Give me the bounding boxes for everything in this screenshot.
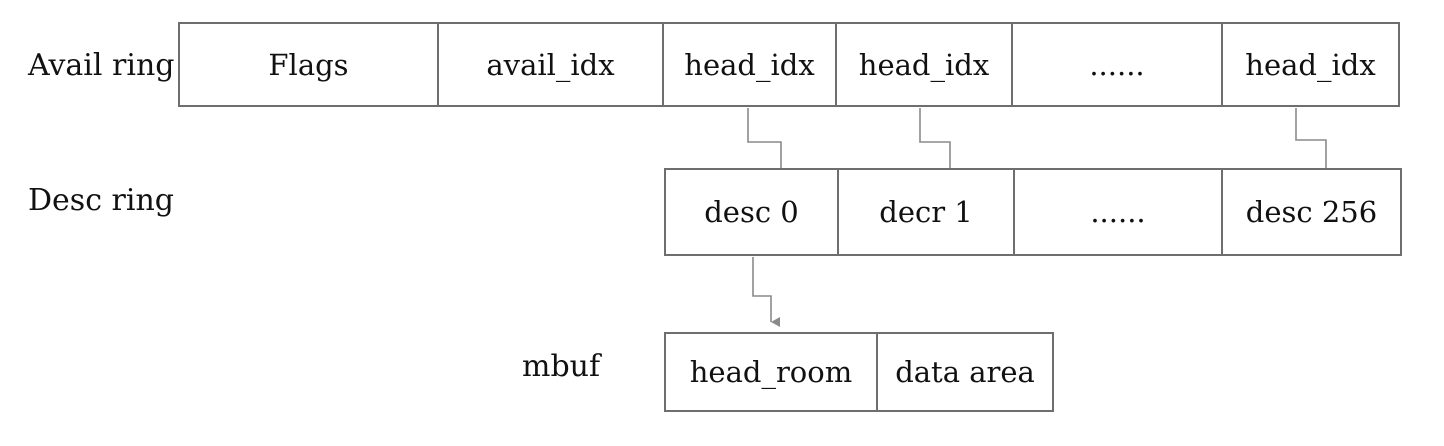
mbuf-data-area-cell: data area (895, 355, 1035, 389)
desc-ring: desc 0 decr 1 ...... desc 256 (664, 168, 1402, 256)
desc-ring-desc-0-cell: desc 0 (666, 170, 839, 254)
avail-ring-head-idx-cell: head_idx (1245, 47, 1376, 82)
avail-ring-ellipsis-cell: ...... (1013, 24, 1223, 105)
connector-head-idx-to-desc-256 (1295, 108, 1327, 168)
mbuf-box: head_room data area (664, 332, 1054, 412)
avail-ring-flags-cell: Flags (180, 24, 439, 105)
avail-ring: Flags avail_idx head_idx head_idx ......… (178, 22, 1400, 107)
mbuf-label: mbuf (522, 349, 601, 384)
connector-desc-0-to-mbuf (752, 257, 780, 327)
desc-ring-decr-1-cell: decr 1 (839, 170, 1015, 254)
connector-head-idx-to-desc-0 (747, 108, 782, 168)
mbuf-head-room-cell: head_room (666, 334, 878, 410)
connector-head-idx-to-decr-1 (919, 108, 951, 168)
desc-ring-desc-256-cell: desc 256 (1245, 195, 1378, 229)
avail-ring-head-idx-cell: head_idx (664, 24, 837, 105)
avail-ring-head-idx-cell: head_idx (837, 24, 1013, 105)
desc-ring-label: Desc ring (28, 183, 175, 218)
avail-ring-avail-idx-cell: avail_idx (439, 24, 664, 105)
desc-ring-ellipsis-cell: ...... (1015, 170, 1223, 254)
avail-ring-label: Avail ring (28, 48, 175, 83)
